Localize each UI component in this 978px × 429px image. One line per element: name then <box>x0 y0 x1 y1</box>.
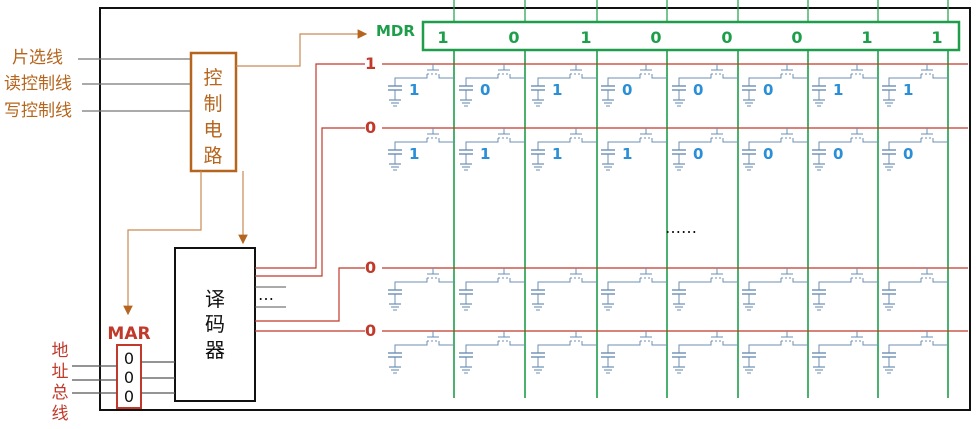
control-to-mar-arrow <box>123 171 202 316</box>
mdr-label: MDR <box>376 22 415 40</box>
memory-cell <box>742 64 808 107</box>
control-input-wires <box>78 58 191 112</box>
decoder-output-ellipsis: … <box>258 285 274 304</box>
memory-cell <box>812 64 878 107</box>
memory-cell <box>882 331 948 374</box>
memory-cell <box>742 128 808 171</box>
mdr-bit-1: 0 <box>508 28 519 47</box>
mdr-bit-2: 1 <box>580 28 591 47</box>
chip-select-label: 片选线 <box>12 48 63 68</box>
cell-value: 0 <box>763 145 773 163</box>
mdr-bit-6: 1 <box>861 28 872 47</box>
mdr-bit-5: 0 <box>791 28 802 47</box>
mar-label: MAR <box>107 324 150 344</box>
cell-value: 0 <box>693 81 703 99</box>
memory-cell <box>601 268 667 311</box>
memory-cell <box>601 64 667 107</box>
cell-value: 0 <box>833 145 843 163</box>
memory-cell <box>459 128 525 171</box>
word-line-select-3: 0 <box>365 321 376 340</box>
read-control-label: 读控制线 <box>4 74 72 94</box>
storage-matrix: 1 0 1 0 0 0 1 1 1 1 0 1 0 0 0 1 1 0 1 1 1 1 0 0 0 0 0 0 <box>365 0 968 398</box>
memory-cell <box>882 268 948 311</box>
memory-cell <box>672 128 738 171</box>
address-bus-wires <box>72 361 175 394</box>
write-control-label: 写控制线 <box>4 101 72 121</box>
control-to-mdr-arrow <box>236 29 368 67</box>
memory-cell <box>882 128 948 171</box>
decoder-output-wires <box>255 63 365 332</box>
word-line-select-2: 0 <box>365 258 376 277</box>
cell-value: 1 <box>409 145 419 163</box>
cell-value: 1 <box>903 81 913 99</box>
memory-cell <box>672 268 738 311</box>
memory-cell <box>672 331 738 374</box>
memory-cell <box>459 64 525 107</box>
cell-value: 0 <box>622 81 632 99</box>
cell-value: 1 <box>622 145 632 163</box>
memory-cell <box>812 331 878 374</box>
memory-cell <box>742 331 808 374</box>
control-circuit-char-3: 电 <box>203 119 222 141</box>
cell-value: 1 <box>552 145 562 163</box>
mar-bit-2: 0 <box>124 387 134 406</box>
chip-outline <box>99 7 971 411</box>
memory-cell <box>531 331 597 374</box>
cell-value: 1 <box>552 81 562 99</box>
cell-value: 1 <box>480 145 490 163</box>
address-bus-char-1: 地 <box>52 341 69 361</box>
memory-cell <box>459 331 525 374</box>
memory-cell <box>742 268 808 311</box>
mar-bit-1: 0 <box>124 368 134 387</box>
address-bus-char-2: 址 <box>52 362 69 382</box>
memory-cell <box>882 64 948 107</box>
memory-cell <box>601 128 667 171</box>
word-line-select-1: 0 <box>365 118 376 137</box>
memory-cell <box>812 268 878 311</box>
memory-cell <box>601 331 667 374</box>
memory-cell <box>812 128 878 171</box>
cell-value: 0 <box>693 145 703 163</box>
control-circuit-char-4: 路 <box>203 145 222 167</box>
control-circuit-char-2: 制 <box>203 93 222 115</box>
memory-cell <box>388 268 454 311</box>
mdr-bit-7: 1 <box>931 28 942 47</box>
cell-value: 0 <box>903 145 913 163</box>
memory-cell <box>388 331 454 374</box>
address-bus-char-4: 线 <box>52 404 69 424</box>
cell-value: 1 <box>833 81 843 99</box>
memory-cell <box>459 268 525 311</box>
mar-bit-0: 0 <box>124 349 134 368</box>
cell-value: 0 <box>763 81 773 99</box>
decoder-char-1: 译 <box>205 287 225 311</box>
memory-cell <box>531 268 597 311</box>
cell-value: 1 <box>409 81 419 99</box>
control-circuit-box <box>189 51 238 173</box>
mdr-register <box>421 20 961 52</box>
address-bus-char-3: 总 <box>52 383 69 403</box>
mar-register <box>116 344 142 409</box>
memory-cell <box>388 64 454 107</box>
mdr-bit-3: 0 <box>650 28 661 47</box>
control-circuit-char-1: 控 <box>203 67 222 89</box>
middle-ellipsis: …… <box>665 218 697 237</box>
word-line-select-0: 1 <box>365 54 376 73</box>
memory-cell <box>531 128 597 171</box>
decoder-stub-wires <box>255 286 286 308</box>
cell-value: 0 <box>480 81 490 99</box>
memory-cell <box>531 64 597 107</box>
memory-cell <box>672 64 738 107</box>
decoder-box <box>174 247 256 402</box>
memory-cell <box>388 128 454 171</box>
mdr-bit-0: 1 <box>437 28 448 47</box>
decoder-char-3: 器 <box>205 338 225 362</box>
mdr-bit-4: 0 <box>721 28 732 47</box>
decoder-char-2: 码 <box>205 312 225 336</box>
